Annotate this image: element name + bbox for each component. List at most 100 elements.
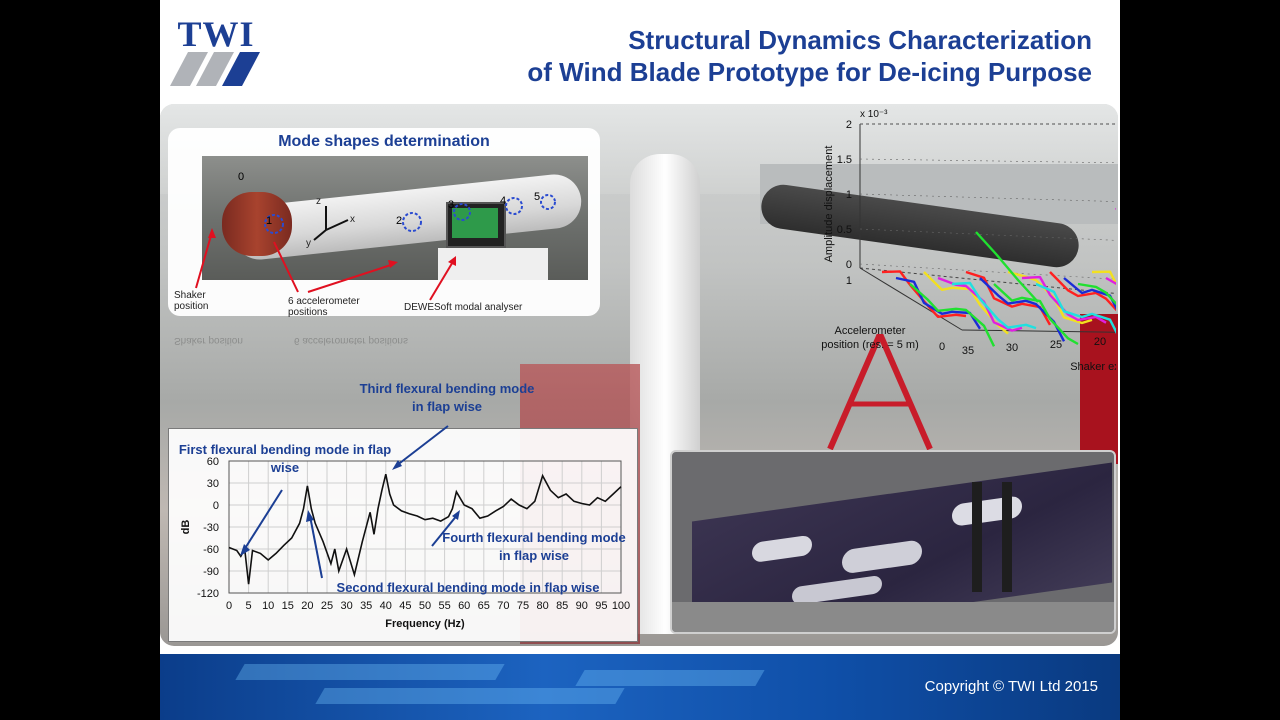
z-grid-line [859,263,1116,280]
mode-shape-trace [1091,270,1116,286]
footer-stripe [575,670,765,686]
x-tick-label: 10 [262,600,274,612]
mode-shapes-heading: Mode shapes determination [278,133,490,150]
mode-shape-trace [951,281,1037,330]
x-axis-label: Frequency (Hz) [385,618,465,630]
mode-shape-trace [1049,271,1116,312]
logo-text: TWI [177,14,255,54]
accelerometer-markers [264,194,556,241]
x-tick-label: 80 [536,600,548,612]
z-grid-line [859,158,1116,164]
mode-shape-trace [1021,275,1107,324]
x-tick-label: 5 [246,600,252,612]
annotation-first-mode: First flexural bending mode in flap wise [178,442,392,475]
freq-tick-label: 35 [962,345,974,357]
annotation-third-mode: Third flexural bending mode in flap wise [359,381,535,414]
accel-axis-line [859,267,963,331]
red-stand [827,334,933,451]
x-tick-label: 25 [321,600,333,612]
accelerometer-label: 6 accelerometer positions [288,296,360,318]
red-clamp [222,192,292,256]
position-5: 5 [534,191,541,203]
callout-arrows [195,228,456,301]
logo-stripes-icon [170,52,260,86]
clamp-post-2 [1002,482,1012,592]
z-tick-label: 0.5 [837,224,852,236]
axis-z-label: z [316,196,321,207]
accel-axis-label-line2: position (res. = 5 m) [821,339,919,351]
y-tick-label: -30 [203,522,219,534]
y-tick-label: 30 [207,478,219,490]
analyser-label: DEWESoft modal analyser [404,302,523,313]
title-line-1: Structural Dynamics Characterization [628,25,1092,55]
x-tick-label: 35 [360,600,372,612]
annotation-arrows [240,425,460,579]
x-tick-label: 100 [612,600,630,612]
freq-tick-label: 30 [1006,342,1018,354]
x-tick-label: 50 [419,600,431,612]
x-tick-label: 85 [556,600,568,612]
y-tick-label: 0 [213,500,219,512]
x-tick-label: 0 [226,600,232,612]
y-tick-label: -120 [197,588,219,600]
title-line-2: of Wind Blade Prototype for De-icing Pur… [527,57,1092,87]
position-3: 3 [448,199,455,211]
x-tick-label: 95 [595,600,607,612]
shaker-label: Shaker position [174,290,209,312]
icing-plate-photo [670,450,1116,634]
y-tick-label: -60 [203,544,219,556]
footer-stripe [315,688,625,704]
freq-tick-label: 20 [1094,336,1106,348]
annotation-fourth-mode: Fourth flexural bending mode in flap wis… [442,530,626,563]
z-grid-line [859,228,1116,241]
analyser-table [438,248,548,280]
copyright-text: Copyright © TWI Ltd 2015 [924,678,1098,695]
position-2: 2 [396,215,403,227]
page-title: Structural Dynamics Characterization of … [527,24,1092,88]
z-axis-label: Amplitude displacement [823,146,835,263]
slide: TWI Structural Dynamics Characterization… [160,0,1120,720]
footer-stripe [235,664,505,680]
axis-x-label: x [350,214,355,225]
y-tick-label: 1 [846,275,852,287]
axis-y-label: y [306,238,311,249]
accel-axis-label-line1: Accelerometer [835,325,906,337]
plot-frame [228,460,622,594]
x-tick-label: 30 [340,600,352,612]
y-tick-label: 60 [207,456,219,468]
x-tick-label: 20 [301,600,313,612]
twi-logo: TWI [170,14,262,92]
x-tick-label: 40 [380,600,392,612]
freq-axis-label: Shaker excitation frequency (Hz) [1070,361,1116,373]
freq-axis-line [961,329,1116,333]
annotation-second-mode: Second flexural bending mode in flap wis… [336,580,600,595]
accel-tick-label: 0 [939,341,945,353]
y-axis-label: dB [180,520,192,535]
x-tick-label: 70 [497,600,509,612]
x-tick-label: 15 [282,600,294,612]
x-tick-label: 60 [458,600,470,612]
clamp-post [972,482,982,592]
z-tick-label: 1.5 [837,154,852,166]
position-4: 4 [500,195,507,207]
mode-shape-trace [993,283,1079,346]
x-tick-label: 65 [478,600,490,612]
x-tick-label: 75 [517,600,529,612]
z-grid-line [859,193,1116,202]
freq-tick-label: 25 [1050,339,1062,351]
mode-shape-trace [1035,282,1116,334]
x-tick-label: 45 [399,600,411,612]
mode-shape-trace [909,283,996,347]
mode-shape-trace [1077,282,1116,306]
lab-photo-background: Mode shapes determination [160,104,1118,646]
y-tick-label: -90 [203,566,219,578]
plate-support [672,602,1114,632]
z-tick-label: 2 [846,119,852,131]
z-tick-label: 0 [846,259,852,271]
blade-test-photo: 0 1 2 3 4 5 z x y [202,156,588,280]
x-tick-label: 55 [438,600,450,612]
z-exponent-label: x 10⁻³ [860,109,888,120]
